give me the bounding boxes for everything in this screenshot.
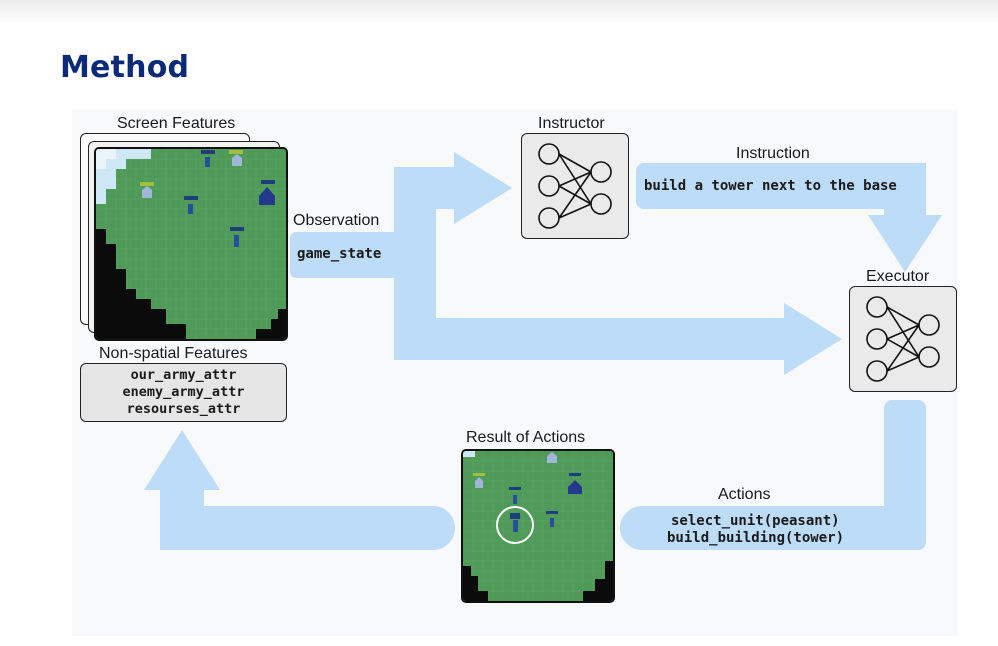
- instructor-label: Instructor: [538, 115, 605, 132]
- non-spatial-attr: enemy_army_attr: [122, 384, 245, 400]
- action-code: select_unit(peasant): [671, 513, 840, 529]
- features-up-arrowhead: [144, 430, 220, 490]
- slide-title: Method: [60, 50, 190, 85]
- observation-label: Observation: [293, 212, 380, 229]
- obs-right-arrow-shaft: [394, 167, 464, 209]
- instructor-box: [521, 133, 629, 239]
- instruction-arrowhead: [868, 215, 942, 272]
- selection-circle-icon: [496, 506, 534, 544]
- screen-features-map: [94, 147, 288, 341]
- obs-to-instructor-arrowhead: [454, 152, 512, 224]
- instruction-code: build a tower next to the base: [644, 178, 897, 194]
- result-to-features-shaft: [160, 506, 455, 550]
- non-spatial-attr: resourses_attr: [126, 401, 241, 417]
- screen-features-label: Screen Features: [117, 115, 236, 132]
- result-of-actions-map: [461, 449, 615, 603]
- actions-label: Actions: [718, 486, 771, 503]
- non-spatial-features-box: our_army_attr enemy_army_attr resourses_…: [80, 363, 287, 422]
- executor-box: [849, 286, 957, 392]
- action-code: build_building(tower): [667, 530, 845, 546]
- game-state-code: game_state: [297, 246, 382, 262]
- instruction-down-shaft: [884, 163, 926, 223]
- executor-label: Executor: [866, 268, 930, 285]
- instruction-label: Instruction: [736, 145, 810, 162]
- neural-network-icon: [538, 143, 612, 229]
- result-of-actions-label: Result of Actions: [466, 429, 586, 446]
- instruction-pill: [636, 163, 926, 209]
- obs-to-executor-arrowhead: [784, 303, 842, 375]
- features-up-shaft: [160, 485, 204, 550]
- neural-network-icon: [866, 296, 940, 382]
- top-bar: [0, 0, 998, 24]
- non-spatial-features-label: Non-spatial Features: [99, 345, 248, 362]
- obs-to-executor-shaft: [394, 318, 794, 360]
- actions-pill: [620, 506, 926, 550]
- non-spatial-attr: our_army_attr: [130, 367, 237, 383]
